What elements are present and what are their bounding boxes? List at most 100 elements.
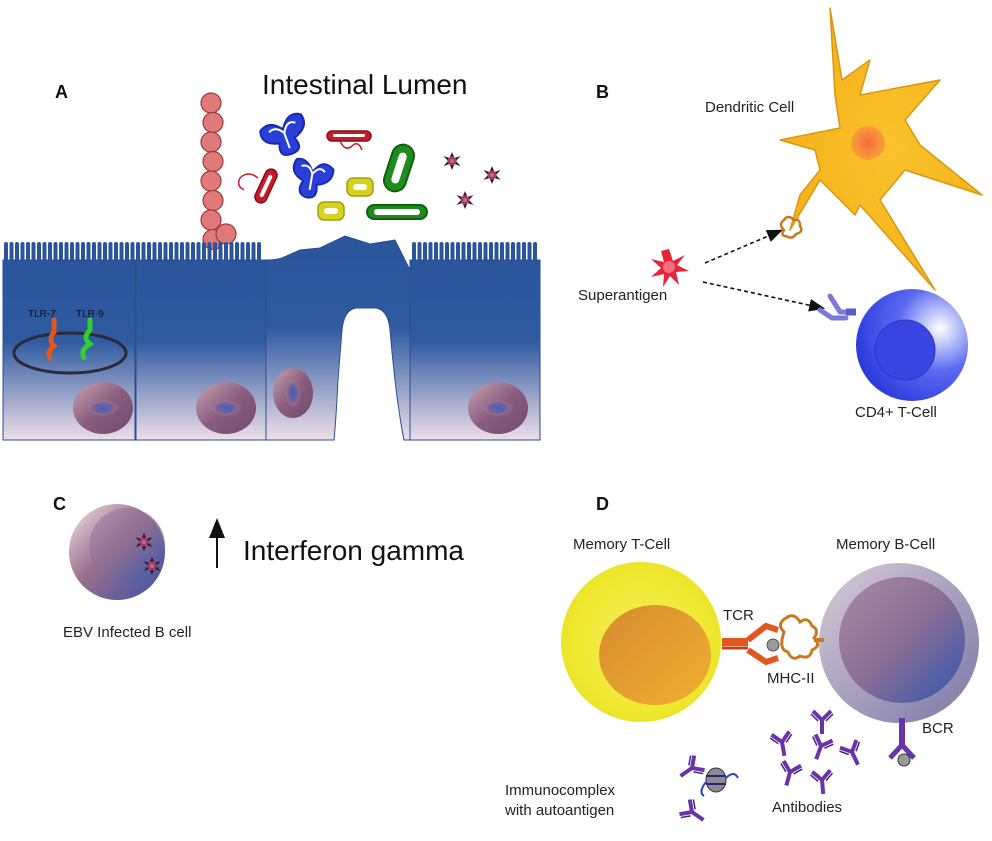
bacteria-chain-coccus — [202, 189, 224, 212]
microvillus — [434, 242, 438, 264]
microvillus — [163, 242, 168, 264]
microvillus — [489, 242, 493, 264]
bacteria-chain-coccus — [200, 92, 222, 114]
microvillus — [130, 242, 135, 264]
microvillus — [251, 242, 256, 264]
tlr-9-label: TLR-9 — [76, 309, 104, 320]
panel-d-letter: D — [596, 494, 609, 514]
ebv-infected-b-cell — [69, 504, 165, 600]
arrow-to-cd4-cell — [702, 281, 826, 312]
microvillus — [213, 242, 217, 264]
microvillus — [450, 242, 455, 264]
immunocomplex-label-line-1: Immunocomplex — [505, 782, 616, 799]
memory-t-cell-label: Memory T-Cell — [573, 536, 670, 553]
microvillus — [522, 242, 526, 264]
bacteria-chain-coccus — [200, 170, 222, 192]
microvillus — [180, 242, 184, 264]
bacteria-chain-coccus — [200, 131, 222, 153]
memory-t-cell-nucleus — [599, 605, 711, 705]
microvillus — [240, 242, 245, 264]
dendritic-cell — [779, 7, 983, 291]
microvillus — [125, 242, 129, 264]
endosome — [12, 331, 128, 375]
microvillus — [15, 242, 19, 264]
microvillus — [147, 242, 151, 264]
microvillus — [136, 242, 140, 264]
nucleus-1-core — [87, 400, 119, 416]
tcr-receptor — [722, 622, 780, 666]
microvillus — [505, 242, 510, 264]
dendritic-nucleus — [851, 126, 885, 160]
panel-b-letter: B — [596, 82, 609, 102]
microvillus — [257, 242, 261, 264]
cd4-t-cell — [856, 289, 968, 401]
microvillus — [42, 242, 47, 264]
microvillus — [202, 242, 206, 264]
microvillus — [26, 242, 30, 264]
microvillus — [224, 242, 228, 264]
immunocomplex-label-line-2: with autoantigen — [504, 802, 614, 819]
microvillus — [174, 242, 179, 264]
microvillus — [500, 242, 504, 264]
microvillus — [428, 242, 433, 264]
bcr-label: BCR — [922, 720, 954, 737]
microvillus — [467, 242, 471, 264]
cd4-nucleus — [874, 319, 936, 381]
microvillus — [423, 242, 427, 264]
microvillus — [114, 242, 118, 264]
virus-particles — [443, 152, 501, 209]
interferon-gamma-label: Interferon gamma — [243, 535, 464, 566]
microvillus — [494, 242, 499, 264]
nucleus-3-core — [285, 379, 301, 407]
microvillus — [103, 242, 107, 264]
panel-b: B Dendritic Cell Superantigen CD4+ T-Cel… — [578, 7, 983, 421]
tcr-on-cd4-cell — [817, 293, 856, 321]
red-flagellum — [237, 173, 259, 191]
red-rod-bacterium-1 — [326, 130, 372, 151]
arrow-to-dendritic-cell — [704, 229, 783, 264]
microvillus — [92, 242, 96, 264]
microvillus — [70, 242, 74, 264]
microvillus — [235, 242, 239, 264]
microvillus — [59, 242, 63, 264]
intestinal-lumen-label: Intestinal Lumen — [262, 69, 467, 100]
ebv-infected-b-cell-label: EBV Infected B cell — [63, 624, 191, 641]
microvillus — [456, 242, 460, 264]
superantigen-label: Superantigen — [578, 287, 667, 304]
microvillus — [445, 242, 449, 264]
red-rod-bacterium-2 — [254, 168, 278, 204]
tcr-label: TCR — [723, 607, 754, 624]
microvillus — [86, 242, 91, 264]
microvillus — [108, 242, 113, 264]
panel-c: C EBV Infected B cell Interferon gamma — [53, 494, 464, 641]
blue-yeast-2 — [292, 157, 335, 199]
microvillus — [246, 242, 250, 264]
mhc-on-dendritic-cell — [779, 215, 803, 239]
microvillus — [412, 242, 416, 264]
autoantigen — [705, 767, 727, 793]
microvillus — [207, 242, 212, 264]
panel-a: A Intestinal Lumen — [2, 69, 541, 441]
microvillus — [472, 242, 477, 264]
microvillus — [478, 242, 482, 264]
blue-yeast-1 — [259, 112, 305, 156]
memory-t-cell — [561, 562, 721, 722]
bacteria-chain-coccus — [215, 223, 237, 245]
microvillus — [516, 242, 521, 264]
microvillus — [185, 242, 190, 264]
microvillus — [75, 242, 80, 264]
microvillus — [48, 242, 52, 264]
microvillus — [4, 242, 8, 264]
panel-a-letter: A — [55, 82, 68, 102]
microvillus — [439, 242, 444, 264]
mhc-ii-molecule — [779, 614, 824, 660]
green-rod-bacterium-2 — [366, 204, 428, 220]
ebv-b-cell-nucleus — [89, 508, 165, 584]
microvillus — [169, 242, 173, 264]
microvillus — [461, 242, 466, 264]
microvillus — [97, 242, 102, 264]
bacteria-chain — [200, 92, 237, 251]
tlr-9-receptor — [80, 317, 95, 361]
bacteria-chain-coccus — [202, 150, 224, 173]
